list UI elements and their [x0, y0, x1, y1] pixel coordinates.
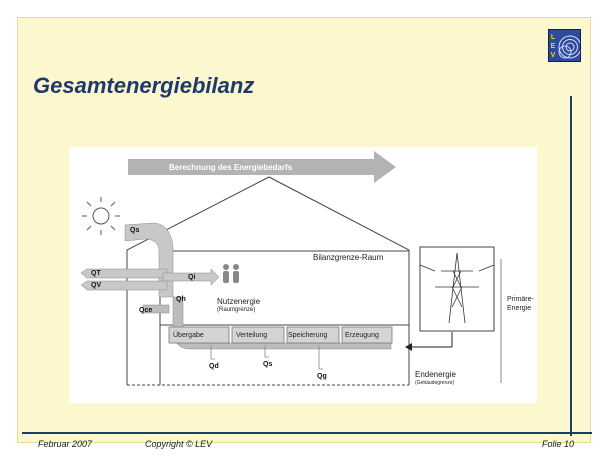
logo-letter-v: V — [550, 52, 556, 59]
sun-icon — [82, 197, 120, 235]
slide-title: Gesamtenergiebilanz — [33, 73, 255, 98]
people-icon — [223, 264, 239, 283]
q-distribution-label: Qd — [209, 363, 219, 370]
energy-balance-diagram: Berechnung des Energiebedarfs Bilanzgren… — [69, 147, 537, 403]
ventilation-loss-arrow — [80, 280, 168, 291]
logo-rings-icon — [558, 35, 580, 59]
transmission-loss-arrow — [80, 268, 168, 279]
q-heating-label: Qh — [176, 296, 186, 303]
useful-energy-label: Nutzenergie — [217, 297, 261, 306]
calculation-arrow — [128, 151, 396, 183]
primary-energy-line1: Primäre- — [507, 296, 534, 303]
footer-copyright: Copyright © LEV — [145, 439, 213, 449]
footer-page-number: Folie 10 — [542, 439, 575, 449]
house-outline — [126, 176, 410, 386]
footer-date: Februar 2007 — [38, 439, 93, 449]
q-storage-label: Qs — [263, 361, 273, 368]
logo-letter-e: E — [550, 43, 556, 50]
power-pylon-icon — [419, 252, 495, 324]
stage-box-speicherung — [286, 326, 340, 344]
useful-energy-sub: (Raumgrenze) — [217, 307, 256, 313]
q-generation-label: Qg — [317, 373, 327, 380]
arrow-label: Berechnung des Energiebedarfs — [169, 163, 293, 172]
stage-box-uebergabe — [168, 326, 230, 344]
stage-speicherung: Speicherung — [288, 332, 328, 339]
vertical-rule — [570, 96, 572, 436]
grid-box — [419, 246, 495, 332]
stage-box-verteilung — [231, 326, 285, 344]
footer-rule — [22, 432, 592, 434]
logo-letter-l: L — [550, 34, 556, 41]
primary-energy-line2: Energie — [507, 305, 532, 312]
lev-logo: L E V — [548, 29, 581, 62]
q-emission-label: Qce — [139, 307, 153, 314]
emission-loss-bar — [142, 304, 170, 314]
q-ventilation-label: QV — [91, 282, 102, 289]
zone-label: Bilanzgrenze-Raum — [313, 253, 384, 262]
stage-box-erzeugung — [341, 326, 393, 344]
q-internal-label: Qi — [188, 274, 196, 281]
q-transmission-label: QT — [91, 270, 101, 277]
q-solar-label: Qs — [130, 227, 140, 234]
internal-gain-arrow — [162, 268, 220, 286]
stage-loss-drops — [210, 345, 323, 370]
final-energy-label: Endenergie — [415, 370, 456, 379]
stage-uebergabe: Übergabe — [173, 332, 204, 339]
stage-erzeugung: Erzeugung — [345, 332, 379, 339]
stage-boxes — [168, 326, 393, 344]
final-energy-sub: (Gebäudegrenze) — [415, 380, 455, 386]
diagram-drawing — [80, 151, 502, 386]
solar-gain-arrow — [124, 222, 174, 298]
stage-verteilung: Verteilung — [236, 332, 268, 339]
